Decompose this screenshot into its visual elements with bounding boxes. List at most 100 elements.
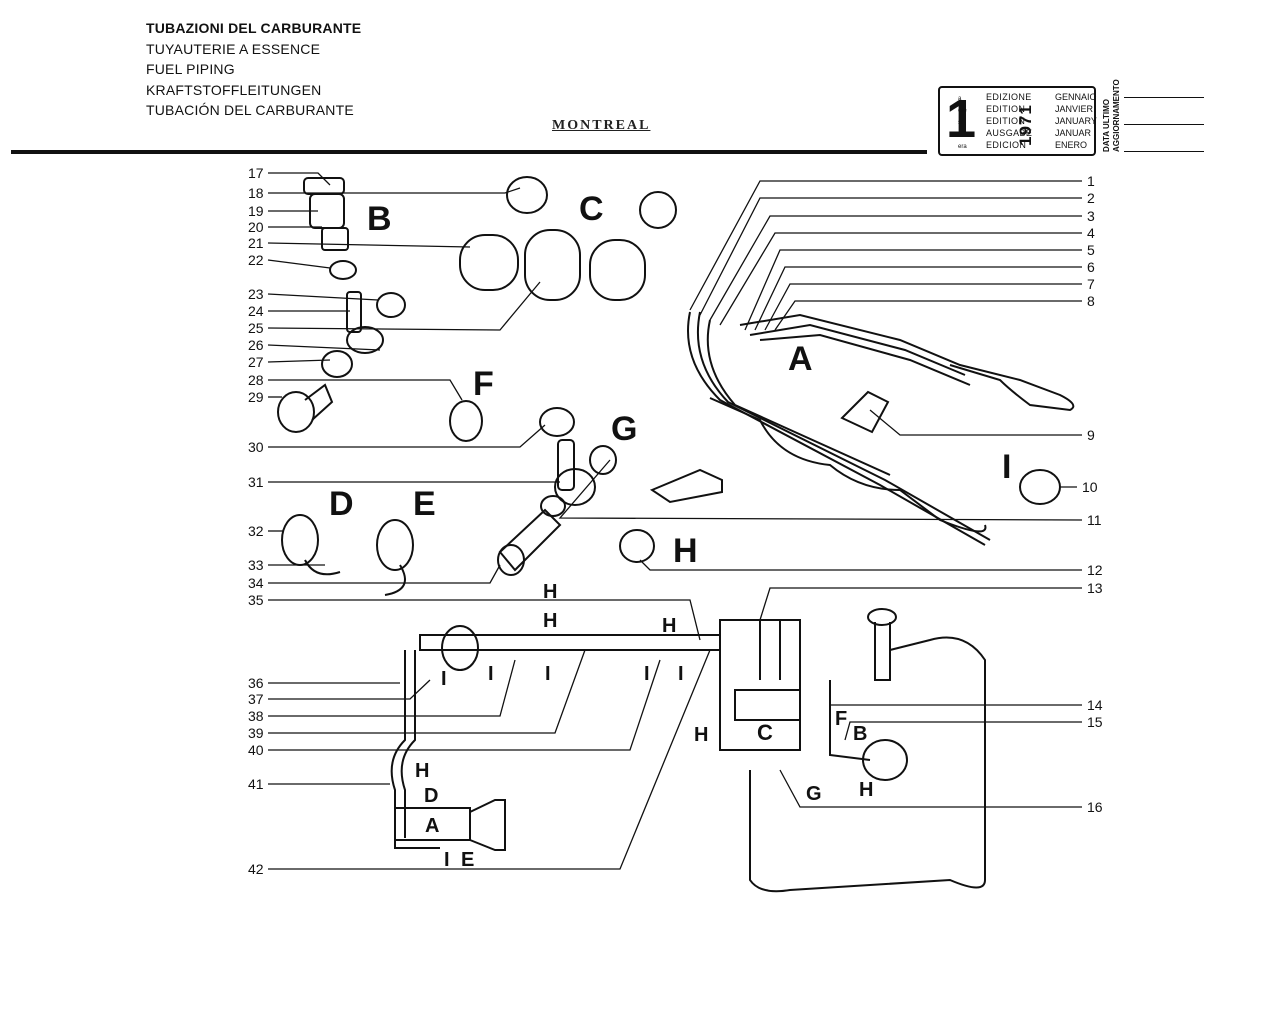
callout-b: B [853,723,867,745]
group-letter-a: A [788,340,813,378]
edition-month: JANUARY [1055,116,1097,126]
callout-i: I [644,663,650,685]
title-spanish: TUBACIÓN DEL CARBURANTE [146,102,354,119]
callout-i: I [545,663,551,685]
part-number-42: 42 [248,861,264,877]
callout-e: E [461,849,474,871]
part-number-labels-left: 17 18 19 20 21 22 23 24 25 26 27 28 29 3… [248,165,264,877]
edition-month: JANVIER [1055,104,1094,114]
edition-label: AUSGABE [986,128,1033,138]
title-block: TUBAZIONI DEL CARBURANTE TUYAUTERIE A ES… [146,18,361,121]
part-number-4: 4 [1087,225,1095,241]
group-letter-c: C [579,190,604,228]
header-rule [11,150,927,154]
group-letter-e: E [413,485,436,523]
part-number-28: 28 [248,372,264,388]
leader-lines [267,172,1083,870]
title-italian: TUBAZIONI DEL CARBURANTE [146,20,362,36]
part-number-12: 12 [1087,562,1103,578]
part-number-21: 21 [248,235,264,251]
callout-h: H [543,581,557,603]
part-number-36: 36 [248,675,264,691]
title-french: TUYAUTERIE A ESSENCE [146,40,321,57]
part-number-13: 13 [1087,580,1103,596]
callout-i: I [488,663,494,685]
update-line [1124,97,1204,98]
callout-c: C [757,720,773,745]
parts [277,176,1075,893]
edition-month: JANUAR [1055,128,1092,138]
part-number-23: 23 [248,286,264,302]
part-number-41: 41 [248,776,264,792]
group-letter-d: D [329,485,354,523]
part-number-27: 27 [248,354,264,370]
edition-sup: a [958,96,962,102]
part-number-39: 39 [248,725,264,741]
part-number-16: 16 [1087,799,1103,815]
callout-f: F [835,708,847,730]
part-number-7: 7 [1087,276,1095,292]
part-number-3: 3 [1087,208,1095,224]
update-line [1124,124,1204,125]
edition-number: 1 [946,89,977,149]
edition-month: ENERO [1055,140,1088,150]
part-number-18: 18 [248,185,264,201]
part-number-30: 30 [248,439,264,455]
part-number-6: 6 [1087,259,1095,275]
part-number-10: 10 [1082,479,1098,495]
part-number-29: 29 [248,389,264,405]
title-english: FUEL PIPING [146,61,235,78]
edition-sup: era [958,144,967,150]
part-number-25: 25 [248,320,264,336]
part-number-31: 31 [248,474,264,490]
callout-i: I [678,663,684,685]
diagram-callouts: H H H H H H I I I I I I C F B G D A E [415,581,873,871]
edition-label: EDIZIONE [986,92,1032,102]
title-german: KRAFTSTOFFLEITUNGEN [146,81,322,98]
brand-logo: MONTREAL [552,118,651,133]
edition-label: EDITION [986,116,1026,126]
group-letter-g: G [611,410,637,448]
update-line [1124,151,1204,152]
callout-a: A [425,815,439,837]
callout-h: H [859,779,873,801]
callout-i: I [444,849,450,871]
part-number-17: 17 [248,165,264,181]
callout-d: D [424,785,438,807]
part-number-11: 11 [1087,512,1102,528]
part-number-8: 8 [1087,293,1095,309]
part-number-14: 14 [1087,697,1103,713]
edition-label: EDITION [986,104,1026,114]
callout-h: H [415,760,429,782]
edition-label: EDICION [986,140,1027,150]
part-number-33: 33 [248,557,264,573]
part-number-24: 24 [248,303,264,319]
callout-h: H [662,615,676,637]
part-number-37: 37 [248,691,264,707]
part-number-15: 15 [1087,714,1103,730]
part-number-34: 34 [248,575,264,591]
edition-sup: ere [958,108,967,114]
part-number-20: 20 [248,219,264,235]
part-number-32: 32 [248,523,264,539]
group-letters: A B C D E F G H I [329,190,1011,570]
group-letter-b: B [367,200,392,238]
part-number-26: 26 [248,337,264,353]
part-number-38: 38 [248,708,264,724]
part-number-9: 9 [1087,427,1095,443]
part-number-40: 40 [248,742,264,758]
edition-box: 1 a ere st . era EDIZIONE EDITION EDITIO… [938,86,1097,156]
callout-i: I [441,668,447,690]
edition-month: GENNAIO [1055,92,1097,102]
edition-sup: . [958,132,960,138]
part-number-22: 22 [248,252,264,268]
group-letter-f: F [473,365,494,403]
callout-g: G [806,783,822,805]
part-number-2: 2 [1087,190,1095,206]
edition-sup: st [958,120,963,126]
part-number-19: 19 [248,203,264,219]
group-letter-i: I [1002,448,1011,486]
part-number-labels-right: 1 2 3 4 5 6 7 8 9 10 11 12 13 14 15 16 [1082,173,1103,815]
part-number-35: 35 [248,592,264,608]
